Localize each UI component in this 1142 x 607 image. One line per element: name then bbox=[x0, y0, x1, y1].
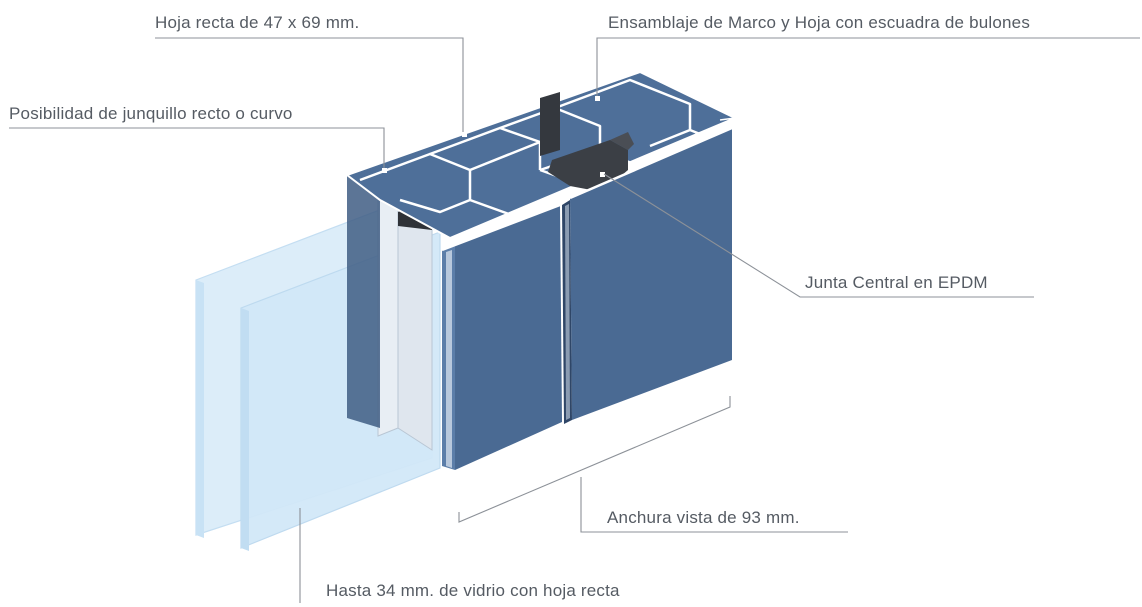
callout-ensamblaje: Ensamblaje de Marco y Hoja con escuadra … bbox=[608, 13, 1031, 32]
leader-junquillo bbox=[9, 127, 385, 168]
leader-hoja-recta bbox=[155, 37, 464, 132]
glass-pane-inner-edge bbox=[241, 308, 249, 551]
glass-pane-outer-edge bbox=[196, 280, 204, 538]
callout-anchura-vista: Anchura vista de 93 mm. bbox=[607, 508, 800, 527]
glazing-bead bbox=[377, 189, 433, 451]
callout-junta-central: Junta Central en EPDM bbox=[805, 273, 988, 292]
frame-front-face bbox=[570, 128, 732, 420]
corner-bracket bbox=[548, 140, 628, 192]
leader-ensamblaje bbox=[596, 37, 1140, 96]
leader-junta-central bbox=[603, 173, 1034, 298]
callout-vidrio: Hasta 34 mm. de vidrio con hoja recta bbox=[326, 581, 620, 600]
dimension-bracket bbox=[458, 396, 731, 523]
profile-left-side bbox=[347, 175, 380, 428]
leader-anchura-vista bbox=[580, 477, 848, 533]
leader-lines bbox=[9, 37, 1140, 603]
callout-junquillo: Posibilidad de junquillo recto o curvo bbox=[9, 104, 293, 123]
central-gasket bbox=[540, 92, 560, 156]
sash-front-face bbox=[442, 205, 562, 470]
profile-body bbox=[344, 70, 738, 470]
callout-hoja-recta: Hoja recta de 47 x 69 mm. bbox=[155, 13, 360, 32]
